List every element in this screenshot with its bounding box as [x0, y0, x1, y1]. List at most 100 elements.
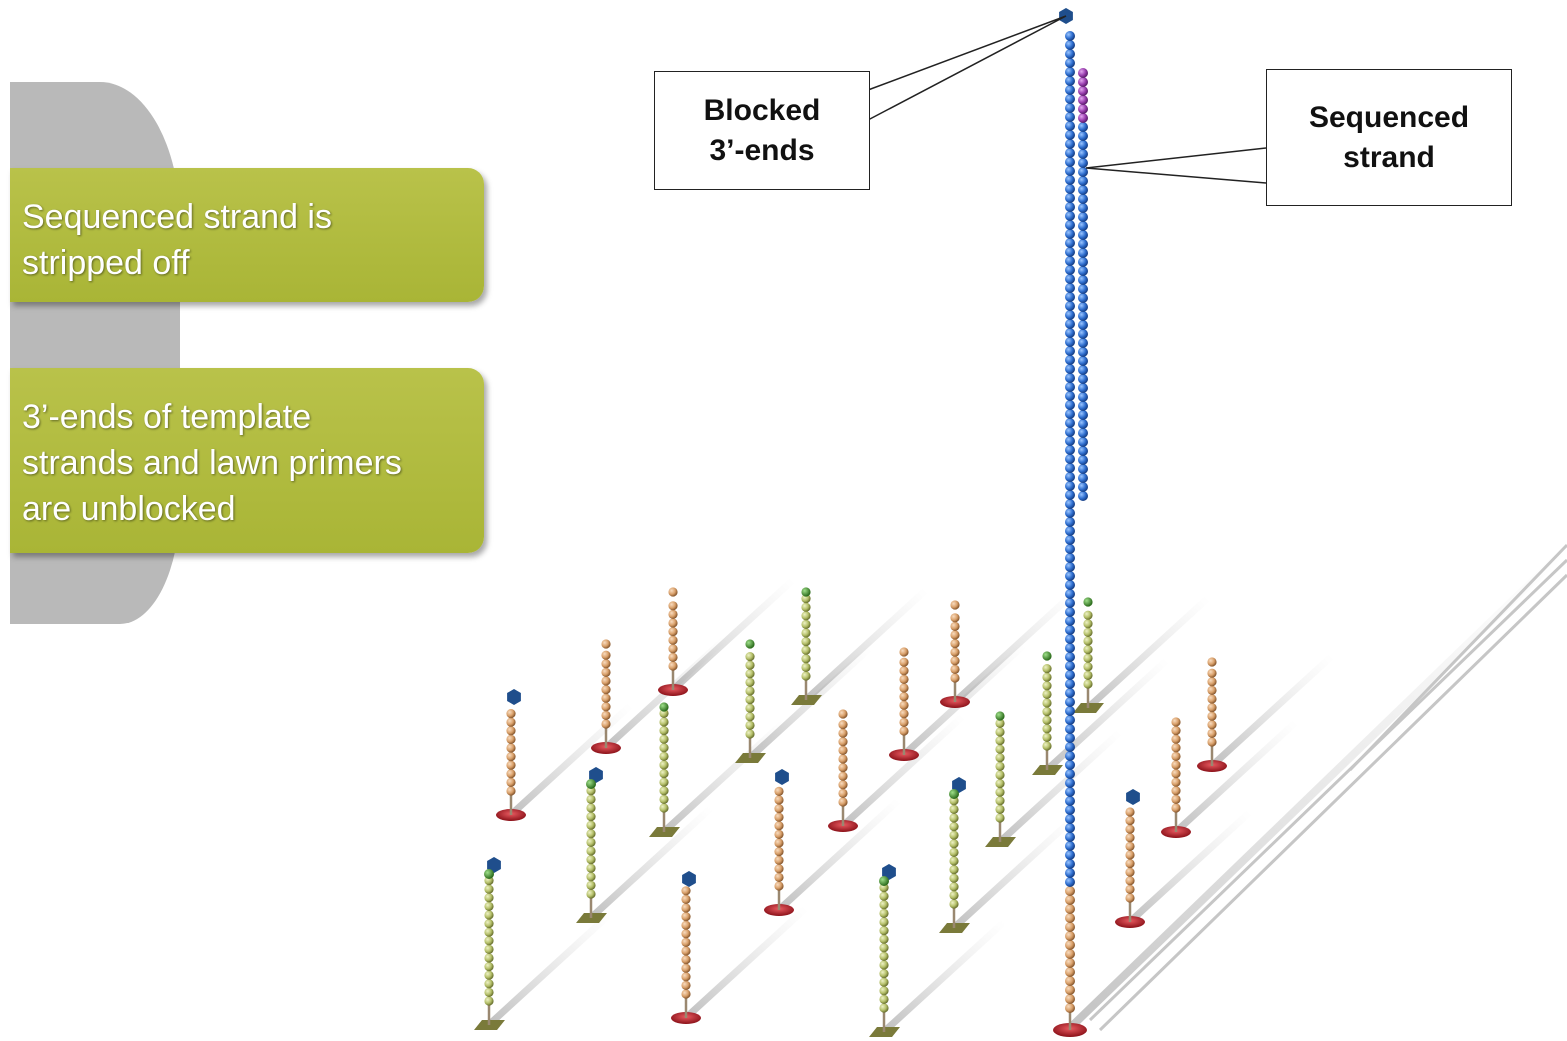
sequenced-strand-bead	[1078, 383, 1088, 393]
sequenced-strand-bead	[1065, 418, 1075, 428]
strand-bead	[1083, 636, 1093, 646]
sequenced-strand-bead	[1078, 446, 1088, 456]
sequenced-strand-bead	[1078, 401, 1088, 411]
strand-bead	[668, 618, 678, 628]
sequenced-strand-bead	[1065, 202, 1075, 212]
strand-bead	[484, 962, 494, 972]
strand-bead	[1083, 610, 1093, 620]
strand-bead	[586, 812, 596, 822]
sequenced-strand-bead	[1078, 338, 1088, 348]
sequenced-strand-bead	[1065, 589, 1075, 599]
strand-bead	[601, 685, 611, 695]
strand-bead	[879, 960, 889, 970]
strand-bead	[1042, 681, 1052, 691]
sequenced-strand-bead	[1065, 562, 1075, 572]
strand-bead	[1125, 816, 1135, 826]
strand-bead	[1065, 904, 1075, 914]
strand-bead	[1065, 1003, 1075, 1013]
strand-bead	[879, 908, 889, 919]
sequenced-strand-bead	[1065, 796, 1075, 806]
strand-bead	[1125, 893, 1135, 903]
strand-bead	[879, 917, 889, 927]
strand-bead	[1207, 694, 1217, 704]
callout-blocked-label: Blocked 3’-ends	[703, 93, 821, 167]
strand-bead	[774, 864, 784, 874]
strand-bead	[1207, 728, 1217, 739]
strand-bead	[995, 761, 1005, 772]
strand-bead	[1207, 668, 1217, 678]
sequenced-strand-bead	[1065, 661, 1075, 671]
strand-bead	[1083, 619, 1093, 629]
sequenced-strand-bead	[1065, 139, 1075, 149]
strand-bead	[659, 743, 669, 753]
strand-bead	[995, 796, 1005, 806]
strand-bead	[484, 970, 494, 980]
sequenced-strand-bead	[1065, 553, 1075, 563]
sequenced-strand-bead	[1078, 149, 1088, 159]
sequenced-strand-bead	[1078, 374, 1088, 384]
sequenced-strand-bead	[1065, 724, 1075, 734]
strand-bead	[586, 837, 596, 848]
surface-strand	[791, 587, 822, 705]
strand-bead	[838, 720, 848, 730]
block-cap-hexagon-icon	[952, 777, 966, 793]
sequenced-strand-bead	[1078, 212, 1088, 222]
strand-bead	[586, 846, 596, 856]
strand-bead	[949, 830, 959, 840]
strand-bead	[1207, 685, 1217, 696]
sequenced-strand-bead	[1065, 31, 1075, 41]
sequenced-strand-bead	[1078, 257, 1088, 267]
strand-bead	[1042, 707, 1052, 717]
strand-bead	[995, 736, 1005, 746]
strand-bead	[681, 920, 691, 930]
sequenced-strand-bead	[1065, 292, 1075, 302]
strand-bead	[1042, 715, 1052, 725]
sequenced-strand-bead	[1078, 329, 1088, 339]
strand-bead	[774, 872, 784, 883]
strand-bead	[506, 777, 516, 788]
sequenced-strand-bead	[1065, 328, 1075, 338]
strand-bead	[838, 797, 848, 807]
sequenced-strand-bead	[1078, 293, 1088, 303]
strand-bead	[681, 946, 691, 956]
strand-bead	[899, 726, 909, 736]
strand-bead	[681, 972, 691, 982]
strand-bead	[950, 656, 960, 666]
surface-strand	[985, 711, 1016, 847]
strand-bead	[879, 977, 889, 987]
sequenced-strand-bead	[1065, 67, 1075, 77]
sequenced-strand-bead	[1065, 247, 1075, 257]
sequenced-strand-bead	[1065, 49, 1075, 59]
strand-bead	[668, 635, 678, 645]
strand-shadow	[779, 796, 903, 910]
strand-bead	[801, 654, 811, 664]
surface-strand	[1032, 651, 1063, 775]
strand-bead	[1171, 760, 1181, 770]
strand-bead	[681, 894, 691, 905]
strand-bead	[668, 609, 678, 620]
strand-bead	[801, 662, 811, 673]
strand-bead	[601, 650, 611, 660]
strand-bead	[484, 936, 494, 946]
strand-bead	[879, 934, 889, 944]
strand-bead	[659, 751, 669, 762]
sequenced-strand-bead	[1065, 148, 1075, 158]
strand-bead	[1042, 724, 1052, 734]
strand-bead	[949, 865, 959, 875]
strand-bead	[745, 669, 755, 679]
strand-bead	[681, 912, 691, 922]
strand-bead	[1042, 732, 1052, 743]
strand-bead	[506, 726, 516, 736]
sequenced-strand-bead	[1065, 535, 1075, 545]
strand-shadow	[664, 718, 788, 832]
strand-bead	[601, 693, 611, 703]
strand-bead	[1207, 711, 1217, 721]
sequenced-strand-bead	[1065, 391, 1075, 401]
strand-shadow	[1176, 718, 1300, 832]
sequenced-strand-bead	[1078, 302, 1088, 312]
callout-leaders	[867, 15, 1267, 184]
sequenced-strand-bead	[1078, 311, 1088, 321]
block-cap-hexagon-icon	[507, 689, 521, 705]
strand-bead	[1171, 777, 1181, 787]
